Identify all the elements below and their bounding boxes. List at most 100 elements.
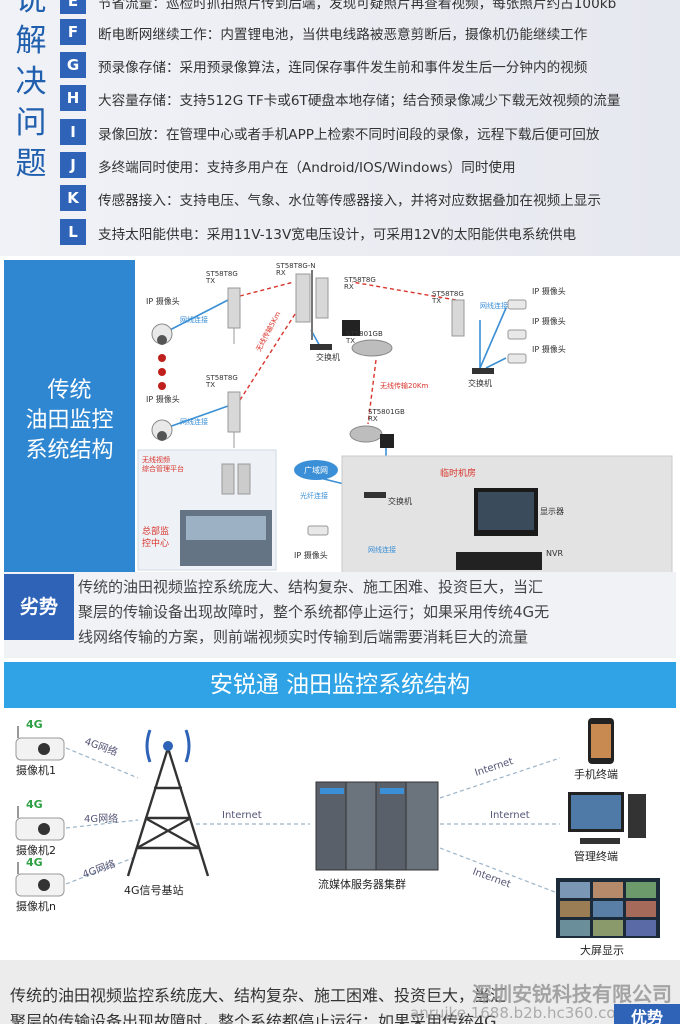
title-char: 题 bbox=[15, 146, 47, 182]
company-watermark: 深圳安锐科技有限公司 bbox=[472, 982, 672, 1006]
4g-badge: 4G bbox=[26, 856, 43, 869]
large-screen-label: 大屏显示 bbox=[580, 943, 624, 957]
section-title-line: 系统结构 bbox=[25, 438, 114, 463]
feature-item: H 大容量存储：支持512G TF卡或6T硬盘本地存储；结合预录像减少下载无效视… bbox=[60, 83, 680, 113]
feature-section: 说 解 决 问 题 E 节省流量：巡检时抓拍照片传到后端，发现可疑照片再查看视频… bbox=[0, 0, 680, 256]
wired-label: 网线连接 bbox=[180, 315, 208, 324]
feature-text: 多终端同时使用：支持多用户在（Android/IOS/Windows）同时使用 bbox=[98, 160, 516, 176]
section-title-panel: 传统 油田监控 系统结构 bbox=[4, 260, 135, 588]
feature-text: 大容量存储：支持512G TF卡或6T硬盘本地存储；结合预录像减少下载无效视频的… bbox=[98, 93, 621, 109]
camera-label: 摄像机n bbox=[16, 899, 56, 913]
feature-item: E 节省流量：巡检时抓拍照片传到后端，发现可疑照片再查看视频，每张照片约占100… bbox=[60, 0, 680, 16]
svg-text:IP 摄像头: IP 摄像头 bbox=[532, 344, 566, 354]
advantage-label: 优势 bbox=[614, 1004, 680, 1024]
feature-letter-badge: E bbox=[60, 0, 86, 14]
svg-text:交换机: 交换机 bbox=[316, 352, 340, 362]
svg-text:TX: TX bbox=[431, 297, 441, 305]
camera-label: 摄像机2 bbox=[16, 843, 56, 857]
temp-room-label: 临时机房 bbox=[440, 467, 476, 479]
device-label-rx-center: ST58T8G-N bbox=[276, 262, 316, 270]
disadvantage-text-line: 线网络传输的方案，则前端视频实时传输到后端需要消耗巨大的流量 bbox=[78, 628, 529, 646]
svg-text:NVR: NVR bbox=[546, 549, 563, 558]
feature-text: 传感器接入：支持电压、气象、水位等传感器接入，并将对应数据叠加在视频上显示 bbox=[98, 193, 601, 209]
svg-text:IP 摄像头: IP 摄像头 bbox=[294, 550, 328, 560]
svg-text:TX: TX bbox=[345, 337, 355, 345]
internet-label: Internet bbox=[222, 810, 262, 821]
feature-item: L 支持太阳能供电：采用11V-13V宽电压设计，可采用12V的太阳能供电系统供… bbox=[60, 217, 680, 247]
svg-text:网线连接: 网线连接 bbox=[480, 301, 508, 310]
svg-text:无线视频: 无线视频 bbox=[142, 455, 170, 464]
disadvantage-label: 劣势 bbox=[4, 574, 74, 640]
svg-text:RX: RX bbox=[368, 415, 378, 423]
feature-text: 节省流量：巡检时抓拍照片传到后端，发现可疑照片再查看视频，每张照片约占100kb bbox=[98, 0, 617, 12]
svg-text:RX: RX bbox=[276, 269, 286, 277]
tower-icon bbox=[126, 747, 210, 877]
camera-icon bbox=[15, 862, 65, 897]
svg-text:交换机: 交换机 bbox=[388, 496, 412, 506]
server-icon bbox=[315, 781, 439, 871]
traditional-network-diagram: ST58T8G TX ST58T8G-N RX ST58T8G RX ST58T… bbox=[136, 260, 676, 588]
svg-text:ST5801GB: ST5801GB bbox=[346, 330, 383, 338]
advantage-section: 传统的油田视频监控系统庞大、结构复杂、施工困难、投资巨大，当汇 聚层的传输设备出… bbox=[0, 960, 680, 1024]
video-wall-icon bbox=[556, 878, 660, 938]
advantage-text-line: 传统的油田视频监控系统庞大、结构复杂、施工困难、投资巨大，当汇 bbox=[10, 986, 507, 1005]
phone-icon bbox=[588, 718, 614, 764]
base-station-label: 4G信号基站 bbox=[124, 883, 184, 897]
management-terminal-label: 管理终端 bbox=[574, 849, 618, 863]
svg-text:综合管理平台: 综合管理平台 bbox=[142, 464, 184, 473]
feature-item: G 预录像存储：采用预录像算法，连同保存事件发生前和事件发生后一分钟内的视频 bbox=[60, 50, 680, 80]
svg-text:ST5801GB: ST5801GB bbox=[368, 408, 405, 416]
disadvantage-box: 劣势 传统的油田视频监控系统庞大、结构复杂、施工困难、投资巨大，当汇 聚层的传输… bbox=[4, 572, 676, 658]
internet-label: Internet bbox=[471, 866, 512, 890]
disadvantage-text-line: 聚层的传输设备出现故障时，整个系统都停止运行；如果采用传统4G无 bbox=[78, 603, 550, 621]
feature-item: F 断电断网继续工作：内置锂电池，当供电线路被恶意剪断后，摄像机仍能继续工作 bbox=[60, 17, 680, 47]
site-watermark: anruike.1688.b2b.hc360.com bbox=[410, 1004, 631, 1022]
feature-letter-badge: G bbox=[60, 52, 86, 78]
advantage-text-line: 聚层的传输设备出现故障时，整个系统都停止运行；如果采用传统4G bbox=[10, 1012, 497, 1024]
svg-text:网线连接: 网线连接 bbox=[180, 417, 208, 426]
svg-text:TX: TX bbox=[205, 381, 215, 389]
svg-text:IP 摄像头: IP 摄像头 bbox=[532, 286, 566, 296]
feature-letter-badge: K bbox=[60, 185, 86, 211]
4g-network-label: 4G网络 bbox=[83, 735, 120, 759]
camera-icon bbox=[15, 806, 65, 841]
svg-text:TX: TX bbox=[205, 277, 215, 285]
svg-text:ST58T8G: ST58T8G bbox=[432, 290, 464, 298]
svg-text:显示器: 显示器 bbox=[540, 507, 564, 516]
4g-badge: 4G bbox=[26, 718, 43, 731]
device-label-tx: ST58T8G bbox=[206, 270, 238, 278]
section-title-line: 传统 bbox=[47, 378, 92, 403]
svg-text:总部监: 总部监 bbox=[142, 525, 169, 537]
anruitong-network-diagram: 4G 4G 4G bbox=[15, 718, 660, 957]
traditional-structure-section: 传统 油田监控 系统结构 bbox=[0, 256, 680, 658]
feature-letter-badge: J bbox=[60, 152, 86, 178]
feature-item: K 传感器接入：支持电压、气象、水位等传感器接入，并将对应数据叠加在视频上显示 bbox=[60, 183, 680, 213]
feature-text: 录像回放：在管理中心或者手机APP上检索不同时间段的录像，远程下载后便可回放 bbox=[98, 127, 600, 143]
feature-letter-badge: L bbox=[60, 219, 86, 245]
svg-text:光纤连接: 光纤连接 bbox=[300, 491, 328, 500]
svg-text:IP 摄像头: IP 摄像头 bbox=[532, 316, 566, 326]
section-title-line: 油田监控 bbox=[25, 408, 114, 433]
title-char: 解 bbox=[15, 23, 47, 59]
svg-text:IP 摄像头: IP 摄像头 bbox=[146, 394, 180, 404]
svg-text:控中心: 控中心 bbox=[142, 537, 169, 549]
feature-text: 断电断网继续工作：内置锂电池，当供电线路被恶意剪断后，摄像机仍能继续工作 bbox=[98, 27, 588, 43]
svg-text:ST58T8G: ST58T8G bbox=[206, 374, 238, 382]
feature-text: 支持太阳能供电：采用11V-13V宽电压设计，可采用12V的太阳能供电系统供电 bbox=[98, 227, 577, 243]
section-banner: 安锐通 油田监控系统结构 bbox=[4, 662, 676, 708]
internet-label: Internet bbox=[490, 810, 530, 821]
svg-text:ST58T8G: ST58T8G bbox=[344, 276, 376, 284]
4g-badge: 4G bbox=[26, 798, 43, 811]
phone-terminal-label: 手机终端 bbox=[574, 767, 618, 781]
wireless-20km-label: 无线传输20Km bbox=[380, 381, 428, 390]
feature-letter-badge: F bbox=[60, 19, 86, 45]
title-char: 问 bbox=[15, 105, 47, 141]
server-cluster-label: 流媒体服务器集群 bbox=[318, 877, 406, 891]
svg-text:RX: RX bbox=[344, 283, 354, 291]
anruitong-structure-section: 安锐通 油田监控系统结构 4G 4G 4G bbox=[0, 660, 680, 960]
ip-camera-label: IP 摄像头 bbox=[146, 296, 180, 306]
4g-network-label: 4G网络 bbox=[84, 812, 118, 825]
disadvantage-text-line: 传统的油田视频监控系统庞大、结构复杂、施工困难、投资巨大，当汇 bbox=[78, 578, 544, 596]
camera-label: 摄像机1 bbox=[16, 763, 56, 777]
